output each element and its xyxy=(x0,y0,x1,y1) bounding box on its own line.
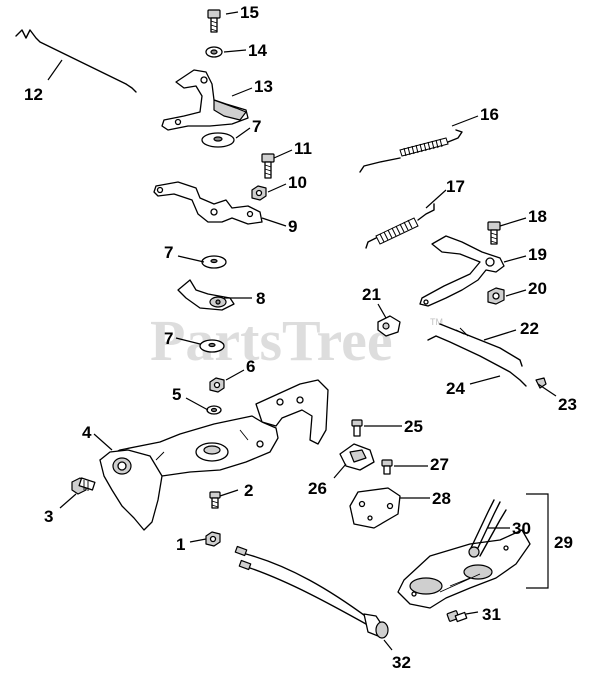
callout-25: 25 xyxy=(404,417,423,436)
callout-10: 10 xyxy=(288,173,307,192)
part-15-screw[interactable] xyxy=(207,9,221,33)
callout-6: 6 xyxy=(246,357,255,376)
callout-9: 9 xyxy=(288,217,297,236)
callout-1: 1 xyxy=(176,535,185,554)
callout-13: 13 xyxy=(254,77,273,96)
callout-labels: 15 14 13 7 11 10 9 12 16 17 18 19 20 21 … xyxy=(24,3,577,672)
watermark-text: PartsTree xyxy=(150,308,393,373)
part-3-screw[interactable] xyxy=(71,477,96,495)
part-17-spring[interactable] xyxy=(365,203,435,249)
part-12-governor-rod[interactable] xyxy=(15,29,137,93)
callout-30: 30 xyxy=(512,519,531,538)
part-9-throttle-lever[interactable] xyxy=(153,181,263,225)
callout-21: 21 xyxy=(362,285,381,304)
part-14-washer[interactable] xyxy=(205,46,223,58)
part-1-nut[interactable] xyxy=(205,531,221,547)
part-32-ground-wire[interactable] xyxy=(234,545,389,639)
part-7-washer-top[interactable] xyxy=(201,132,235,148)
bracket-29 xyxy=(526,493,549,589)
callout-7-lower: 7 xyxy=(164,329,173,348)
part-7-washer-lower[interactable] xyxy=(199,339,225,353)
part-10-nut[interactable] xyxy=(251,185,267,201)
callout-22: 22 xyxy=(520,319,539,338)
callout-19: 19 xyxy=(528,245,547,264)
callout-7-middle: 7 xyxy=(164,243,173,262)
callout-7-top: 7 xyxy=(252,117,261,136)
part-4-control-bracket[interactable] xyxy=(99,379,329,531)
callout-26: 26 xyxy=(308,479,327,498)
callout-18: 18 xyxy=(528,207,547,226)
callout-27: 27 xyxy=(430,455,449,474)
callout-16: 16 xyxy=(480,105,499,124)
part-26-cable-clamp[interactable] xyxy=(339,443,375,471)
part-8-lever-plate[interactable] xyxy=(177,279,235,311)
part-25-screw[interactable] xyxy=(351,419,363,437)
callout-5: 5 xyxy=(172,385,181,404)
part-23-clip[interactable] xyxy=(535,377,547,389)
part-28-cover-plate[interactable] xyxy=(349,487,401,529)
callout-3: 3 xyxy=(44,507,53,526)
callout-12: 12 xyxy=(24,85,43,104)
part-13-lever-bracket[interactable] xyxy=(161,69,249,131)
callout-31: 31 xyxy=(482,605,501,624)
leader-lines xyxy=(47,11,557,651)
callout-11: 11 xyxy=(294,139,312,158)
callout-4: 4 xyxy=(82,423,92,442)
part-11-screw[interactable] xyxy=(261,153,275,179)
callout-17: 17 xyxy=(446,177,465,196)
callout-29: 29 xyxy=(554,533,573,552)
part-16-spring[interactable] xyxy=(359,129,463,173)
callout-15: 15 xyxy=(240,3,259,22)
part-7-washer-middle[interactable] xyxy=(201,255,227,269)
part-19-choke-bracket[interactable] xyxy=(419,235,505,307)
part-6-nut[interactable] xyxy=(209,377,225,393)
callout-24: 24 xyxy=(446,379,465,398)
part-20-nut[interactable] xyxy=(487,287,505,305)
watermark-trademark: TM xyxy=(430,317,443,327)
part-27-screw[interactable] xyxy=(381,459,393,475)
part-29-remote-control-assembly[interactable] xyxy=(397,529,531,609)
callout-14: 14 xyxy=(248,41,267,60)
part-5-washer[interactable] xyxy=(206,405,222,415)
part-24-throttle-link[interactable] xyxy=(427,335,527,387)
part-21-cable-clip[interactable] xyxy=(377,315,401,337)
callout-2: 2 xyxy=(244,481,253,500)
part-2-screw[interactable] xyxy=(209,491,221,509)
part-18-screw[interactable] xyxy=(487,221,501,245)
callout-28: 28 xyxy=(432,489,451,508)
part-22-choke-link[interactable] xyxy=(439,323,523,367)
part-30-control-levers[interactable] xyxy=(468,499,507,558)
callout-23: 23 xyxy=(558,395,577,414)
callout-20: 20 xyxy=(528,279,547,298)
callout-32: 32 xyxy=(392,653,411,672)
part-31-screw[interactable] xyxy=(446,610,468,623)
callout-8: 8 xyxy=(256,289,265,308)
